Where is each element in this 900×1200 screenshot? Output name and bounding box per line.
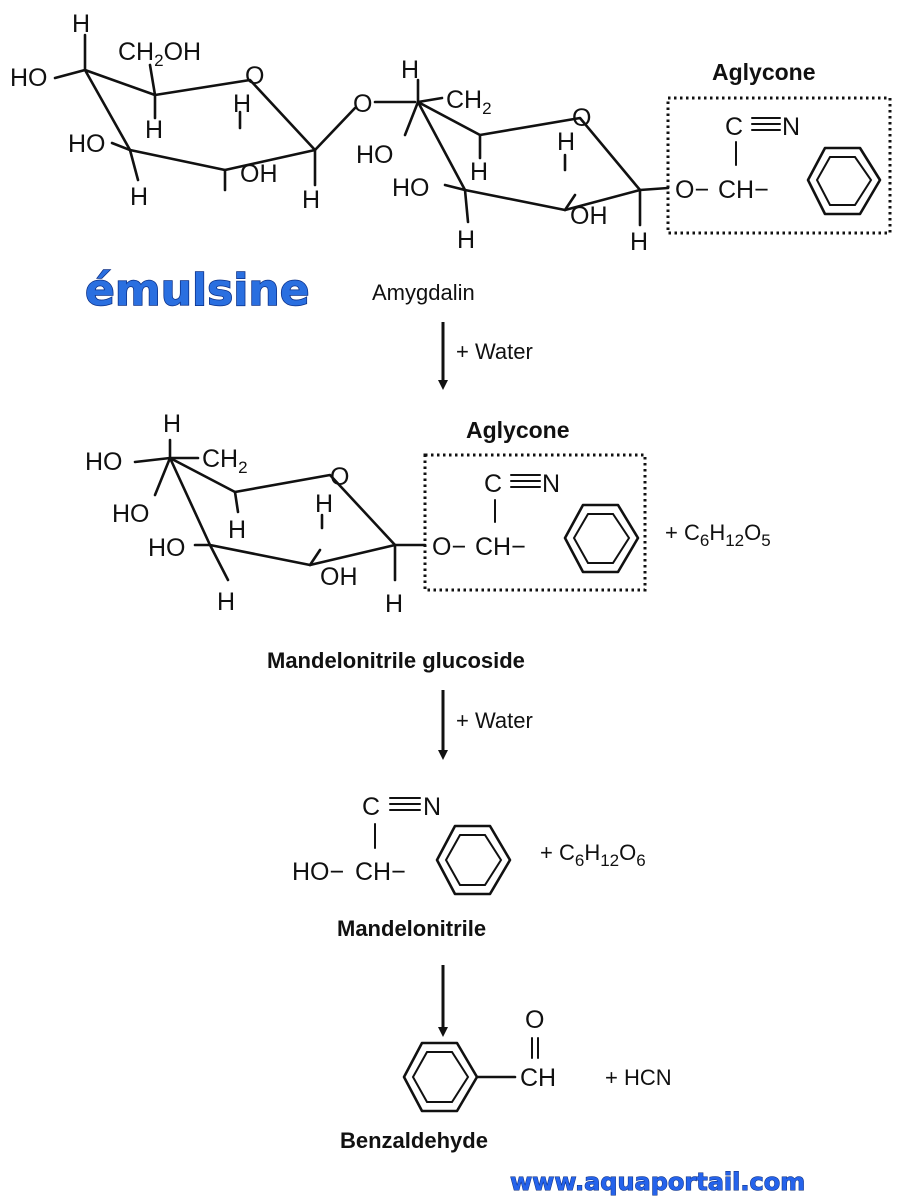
atom-h: H: [233, 90, 251, 118]
atom-c: C: [484, 470, 502, 498]
atom-h: H: [470, 158, 488, 186]
atom-ch2: CH2: [446, 86, 492, 118]
amygdalin-label: Amygdalin: [372, 280, 475, 305]
triple-bond: [751, 117, 781, 131]
atom-ring-o: O: [572, 104, 591, 132]
atom-h: H: [72, 10, 90, 38]
atom-h: H: [228, 516, 246, 544]
triple-bond: [510, 474, 541, 488]
atom-ch-bond: CH−: [475, 533, 526, 561]
watermark-emulsine: émulsine: [85, 265, 310, 316]
atom-h: H: [163, 410, 181, 438]
atom-ho: HO: [356, 141, 394, 169]
atom-ch-bond: CH−: [355, 858, 406, 886]
benzaldehyde-structure: O CH: [402, 1006, 556, 1113]
atom-ch2: CH2: [202, 445, 248, 477]
atom-glycosidic-o: O: [353, 90, 372, 118]
benzene-ring: [806, 146, 882, 216]
atom-h: H: [401, 56, 419, 84]
atom-ch: CH: [520, 1064, 556, 1092]
atom-h: H: [315, 490, 333, 518]
atom-h: H: [130, 183, 148, 211]
atom-h: H: [217, 588, 235, 616]
atom-ch2oh: CH2OH: [118, 38, 201, 70]
atom-ho: HO: [68, 130, 106, 158]
atom-n: N: [782, 113, 800, 141]
atom-ho: HO: [112, 500, 150, 528]
benzene-ring: [402, 1041, 479, 1113]
double-bond: [531, 1037, 539, 1059]
mandelonitrile-label: Mandelonitrile: [337, 916, 486, 941]
atom-o-bond: O−: [432, 533, 466, 561]
reagent-water-1: + Water: [456, 339, 533, 364]
atom-h: H: [145, 116, 163, 144]
atom-ch-bond: CH−: [718, 176, 769, 204]
atom-c: C: [362, 793, 380, 821]
atom-ho: HO: [392, 174, 430, 202]
glucose-ring-left: [53, 33, 357, 192]
benzene-ring: [563, 503, 640, 574]
benzaldehyde-label: Benzaldehyde: [340, 1128, 488, 1153]
atom-ho: HO: [148, 534, 186, 562]
byproduct-sugar: + C6H12O5: [665, 520, 771, 550]
benzene-ring: [435, 824, 512, 896]
atom-oh: OH: [570, 202, 608, 230]
atom-c: C: [725, 113, 743, 141]
aglycone-box: [423, 453, 647, 592]
atom-h: H: [385, 590, 403, 618]
atom-n: N: [423, 793, 441, 821]
mandelonitrile-structure: C N HO− CH−: [292, 793, 512, 896]
atom-h: H: [557, 128, 575, 156]
glucose-ring-right: [403, 78, 670, 227]
atom-ho: HO: [85, 448, 123, 476]
watermark-url: www.aquaportail.com: [510, 1168, 805, 1196]
atom-ring-o: O: [245, 62, 264, 90]
atom-oh: OH: [240, 160, 278, 188]
atom-ho: HO: [10, 64, 48, 92]
atom-h: H: [302, 186, 320, 214]
aglycone-box: [666, 96, 892, 235]
atom-ring-o: O: [330, 463, 349, 491]
atom-o: O: [525, 1006, 544, 1034]
amygdalin-structure: H HO CH2OH O H H HO H OH H O H CH2 O HO: [10, 10, 892, 256]
aglycone-label: Aglycone: [466, 417, 570, 443]
atom-h: H: [630, 228, 648, 256]
mandelonitrile-glucoside-label: Mandelonitrile glucoside: [267, 648, 525, 673]
reagent-water-2: + Water: [456, 708, 533, 733]
atom-oh: OH: [320, 563, 358, 591]
atom-h: H: [457, 226, 475, 254]
triple-bond: [389, 797, 421, 811]
byproduct-glucose: + C6H12O6: [540, 840, 646, 870]
mandelonitrile-glucoside-structure: H HO CH2 O HO H H HO OH H H Aglycone C N…: [85, 410, 647, 618]
aglycone-label: Aglycone: [712, 59, 816, 85]
byproduct-hcn: + HCN: [605, 1065, 672, 1090]
atom-n: N: [542, 470, 560, 498]
atom-ho-bond: HO−: [292, 858, 344, 886]
atom-o-bond: O−: [675, 176, 709, 204]
